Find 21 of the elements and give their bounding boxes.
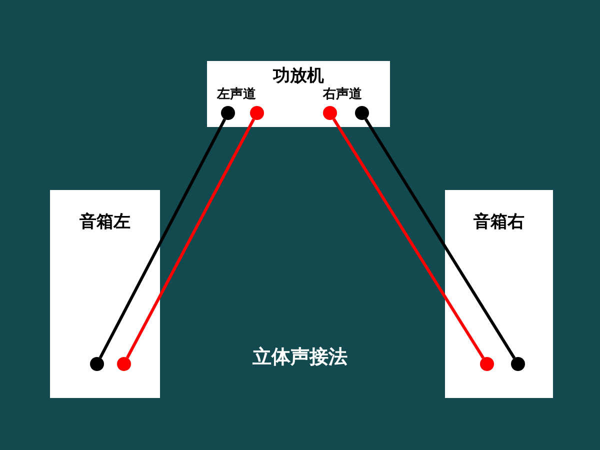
terminal-dot — [323, 106, 337, 120]
terminal-dot — [511, 357, 525, 371]
diagram-caption: 立体声接法 — [252, 345, 348, 370]
amplifier-label: 功放机 — [272, 65, 325, 87]
terminal-dot — [250, 106, 264, 120]
terminal-dot — [117, 357, 131, 371]
terminal-dot — [480, 357, 494, 371]
speaker-wire — [98, 118, 226, 358]
terminal-dot — [90, 357, 104, 371]
terminal-dot — [221, 106, 235, 120]
amplifier-box — [207, 61, 390, 127]
speaker-label: 音箱左 — [78, 211, 132, 233]
channel-label: 右声道 — [323, 86, 362, 103]
speaker-wire — [332, 118, 485, 359]
speaker-wire — [126, 118, 256, 359]
speaker-wire — [364, 118, 516, 359]
channel-label: 左声道 — [217, 86, 256, 103]
speaker-box — [445, 190, 553, 398]
speaker-label: 音箱右 — [472, 211, 526, 233]
speaker-box — [50, 190, 160, 398]
terminal-dot — [355, 106, 369, 120]
